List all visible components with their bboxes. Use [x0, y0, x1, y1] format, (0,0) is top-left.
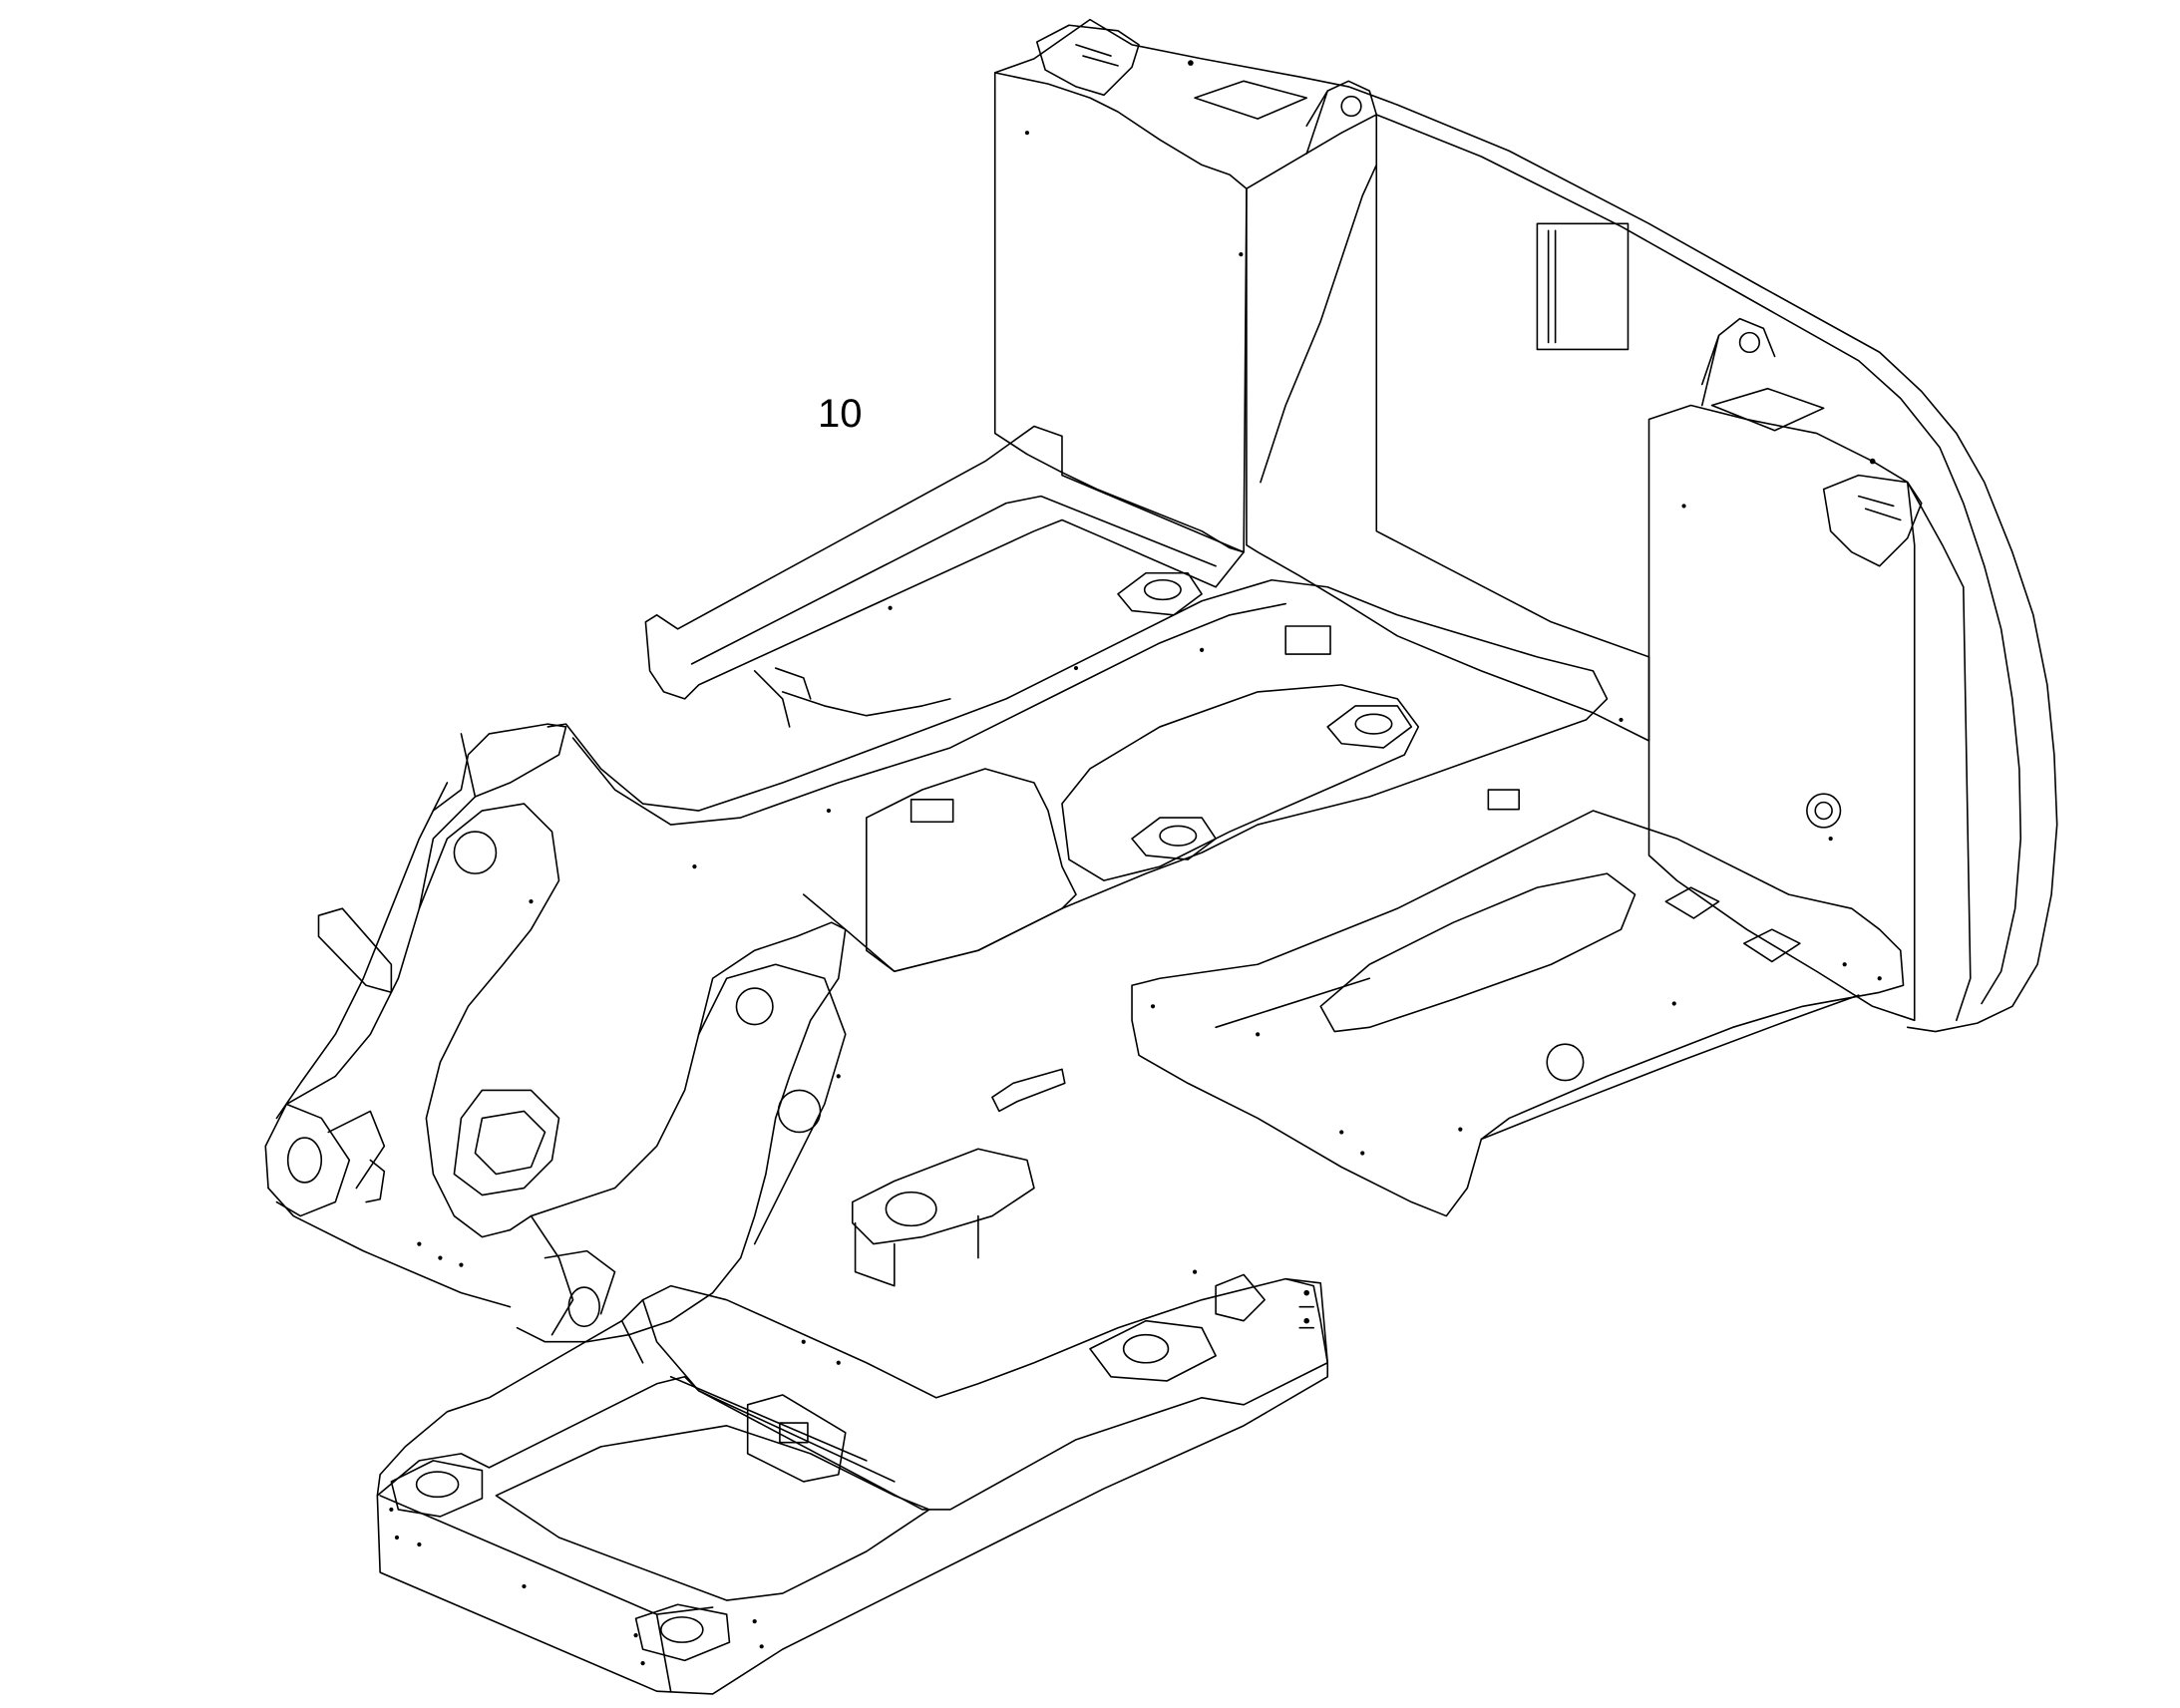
lower-frame	[377, 1149, 1327, 1694]
tower-lower-rail	[268, 1189, 510, 1307]
counterweight-pocket	[1537, 223, 1628, 349]
lower-frame-bracket-leg	[856, 1216, 978, 1286]
lift-eye-left-hole	[1341, 97, 1361, 117]
top-bracket-right	[1824, 476, 1922, 566]
lift-eye-right	[1702, 319, 1775, 406]
lower-frame-side-plate	[380, 1496, 713, 1691]
lift-eye-left	[1306, 81, 1376, 154]
right-side-deck	[1132, 811, 1904, 1216]
left-side-deck-inner	[692, 497, 1216, 664]
lower-frame-bottom-mount	[636, 1604, 730, 1660]
deck-pad-f	[1488, 790, 1519, 810]
center-tower-face	[699, 964, 846, 1243]
center-tower-pin-hole	[736, 988, 772, 1024]
left-tower-lower	[276, 1104, 349, 1215]
left-tower-rib	[328, 1111, 384, 1188]
lower-frame-inner-window-2	[671, 1377, 895, 1482]
lower-frame-center-slot	[780, 1423, 808, 1443]
counterweight-boss-inner	[1815, 803, 1832, 820]
center-mount-b-boss	[1355, 714, 1391, 734]
left-tower-hook	[366, 1160, 384, 1201]
counterweight-back-inner	[1261, 165, 1376, 482]
left-deck-cross-rail	[755, 668, 811, 727]
counterweight-top-recess-left	[1195, 81, 1306, 119]
part-number-label: 10	[818, 392, 863, 436]
counterweight-inner-rim	[1376, 115, 2020, 1004]
tower-cross-member-inner	[475, 1111, 545, 1174]
top-bracket-left	[1037, 25, 1139, 95]
center-tower-side-hole	[779, 1090, 821, 1132]
counterweight-boss	[1807, 794, 1841, 828]
counterweight-right-panel-edge	[1908, 483, 1971, 1021]
right-deck-hole	[1547, 1044, 1583, 1080]
left-tower-outer	[265, 724, 565, 1188]
boom-mount-towers	[265, 724, 1065, 1342]
center-tank-box	[867, 769, 1076, 971]
right-deck-pad-b	[1744, 929, 1800, 961]
top-bracket-right-slot	[1859, 497, 1901, 520]
left-tower-pin-hole	[454, 832, 496, 873]
left-tower-face	[419, 804, 558, 1237]
lower-frame-bottom-rail	[377, 1363, 1327, 1694]
lower-frame-inner-window	[496, 1426, 928, 1600]
upper-deck	[547, 427, 1903, 1216]
center-mount-b	[1327, 706, 1411, 748]
fastener-holes	[389, 60, 1882, 1666]
lower-frame-end-plate	[1285, 1279, 1327, 1363]
tower-side-bar	[318, 908, 391, 992]
counterweight-top-recess-right	[1712, 389, 1824, 431]
lower-frame-center-plate	[748, 1395, 846, 1482]
wire-harness	[783, 692, 950, 716]
center-tower-outer	[510, 922, 845, 1342]
counterweight-left-panel	[995, 73, 1247, 552]
upper-main-beam	[547, 580, 1607, 972]
counterweight	[995, 20, 2057, 1032]
deck-mount-c	[1118, 573, 1202, 615]
lower-frame-mid-rail	[622, 1300, 699, 1391]
deck-mount-c-boss	[1145, 580, 1181, 600]
counterweight-right-panel	[1649, 406, 1915, 1021]
deck-pad-d	[1285, 626, 1330, 654]
counterweight-back-panel	[1247, 115, 1649, 741]
left-tower-lower-hole	[288, 1138, 322, 1183]
right-deck-inner-rail	[1216, 978, 1859, 1139]
lift-eye-right-hole	[1740, 333, 1760, 353]
center-oval-frame	[1062, 685, 1418, 880]
lower-frame-left-mount	[391, 1461, 482, 1517]
lower-frame-top-bracket	[853, 1149, 1034, 1243]
lower-frame-top-bracket-hole	[886, 1193, 935, 1226]
tower-bracket	[992, 1069, 1065, 1111]
right-deck-pad-a	[1665, 887, 1718, 918]
lower-frame-right-mount-hole	[1124, 1335, 1169, 1363]
lower-frame-bottom-mount-hole	[661, 1617, 703, 1642]
top-bracket-left-slot	[1076, 45, 1118, 66]
center-mount-a	[1132, 818, 1216, 859]
center-tower-lower	[531, 1216, 614, 1335]
left-side-deck	[645, 427, 1244, 699]
lower-frame-left-mount-hole	[417, 1472, 459, 1497]
right-deck-oval-cutout	[1320, 873, 1635, 1031]
upper-main-beam-inner	[573, 604, 1286, 825]
tower-cross-member	[454, 1090, 558, 1195]
deck-pad-e	[911, 800, 953, 822]
lower-frame-right-tab	[1216, 1274, 1265, 1320]
counterweight-pocket-inner	[1549, 230, 1556, 342]
lower-frame-right-mount	[1090, 1321, 1216, 1381]
tower-back-rail	[433, 734, 475, 811]
lower-frame-front-beam	[377, 1279, 1327, 1510]
center-tower-lower-hole	[568, 1287, 599, 1326]
counterweight-outer-shell	[995, 20, 2057, 1032]
center-mount-a-boss	[1160, 826, 1196, 846]
